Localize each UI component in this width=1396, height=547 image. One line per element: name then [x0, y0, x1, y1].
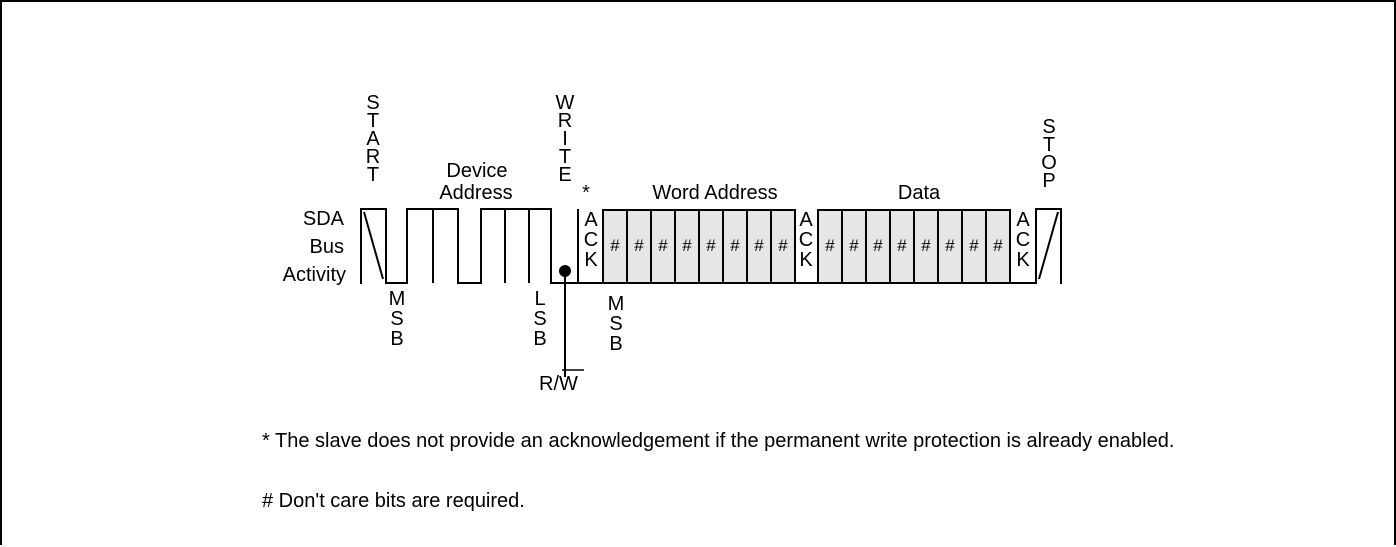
device-address-label-line1: Device — [446, 160, 507, 182]
write-label-letter: E — [558, 164, 571, 186]
word-address-dont-care-mark: # — [610, 236, 620, 255]
start-label-letter: A — [366, 128, 380, 150]
ack-label-2-letter: A — [799, 209, 813, 231]
note-ack-protection: * The slave does not provide an acknowle… — [262, 430, 1175, 452]
stop-label-letter: T — [1043, 134, 1055, 156]
rw-label-r: R/ — [539, 373, 559, 395]
ack-label-2-letter: C — [799, 229, 813, 251]
word-address-dont-care-mark: # — [658, 236, 668, 255]
ack-label-1-letter: K — [584, 249, 598, 271]
word-address-dont-care-mark: # — [730, 236, 740, 255]
ack-label-1-letter: A — [584, 209, 598, 231]
stop-label-letter: P — [1042, 170, 1055, 192]
msb-label-1-letter: M — [389, 288, 406, 310]
note-dont-care: # Don't care bits are required. — [262, 490, 525, 512]
data-dont-care-mark: # — [969, 236, 979, 255]
msb-label-2-letter: S — [609, 313, 622, 335]
ack-label-3-letter: C — [1016, 229, 1030, 251]
word-address-dont-care-mark: # — [634, 236, 644, 255]
start-label-letter: T — [367, 110, 379, 132]
start-label-letter: R — [366, 146, 380, 168]
data-label: Data — [898, 182, 941, 204]
word-address-dont-care-mark: # — [682, 236, 692, 255]
stop-label-letter: S — [1042, 116, 1055, 138]
data-dont-care-mark: # — [873, 236, 883, 255]
data-dont-care-mark: # — [849, 236, 859, 255]
word-address-dont-care-mark: # — [778, 236, 788, 255]
word-address-dont-care-mark: # — [706, 236, 716, 255]
write-label-letter: I — [562, 128, 568, 150]
lsb-label-letter: B — [533, 328, 546, 350]
rw-pointer-dot — [559, 265, 571, 277]
data-dont-care-mark: # — [921, 236, 931, 255]
activity-label: Activity — [283, 264, 346, 286]
sda-label: SDA — [303, 208, 345, 230]
lsb-label-letter: S — [533, 308, 546, 330]
data-dont-care-mark: # — [945, 236, 955, 255]
stop-label-letter: O — [1041, 152, 1057, 174]
write-label-letter: W — [556, 92, 575, 114]
start-label-letter: T — [367, 164, 379, 186]
ack-label-3-letter: A — [1016, 209, 1030, 231]
bit-dividers — [626, 210, 987, 283]
word-address-label: Word Address — [652, 182, 777, 204]
dont-care-marks: # # # # # # # # # # # # # # # # — [610, 236, 1003, 255]
ack-label-1-letter: C — [584, 229, 598, 251]
data-dont-care-mark: # — [897, 236, 907, 255]
ack-label-2-letter: K — [799, 249, 813, 271]
msb-label-1-letter: B — [390, 328, 403, 350]
ack-asterisk: * — [582, 182, 590, 204]
write-label-letter: T — [559, 146, 571, 168]
bus-label: Bus — [310, 236, 344, 258]
msb-label-2-letter: B — [609, 333, 622, 355]
msb-label-2-letter: M — [608, 293, 625, 315]
start-label-letter: S — [366, 92, 379, 114]
data-dont-care-mark: # — [825, 236, 835, 255]
lsb-label-letter: L — [534, 288, 545, 310]
word-address-dont-care-mark: # — [754, 236, 764, 255]
ack-label-3-letter: K — [1016, 249, 1030, 271]
msb-label-1-letter: S — [390, 308, 403, 330]
rw-label-w: W — [559, 373, 578, 395]
write-label-letter: R — [558, 110, 572, 132]
data-dont-care-mark: # — [993, 236, 1003, 255]
device-address-label-line2: Address — [439, 182, 512, 204]
